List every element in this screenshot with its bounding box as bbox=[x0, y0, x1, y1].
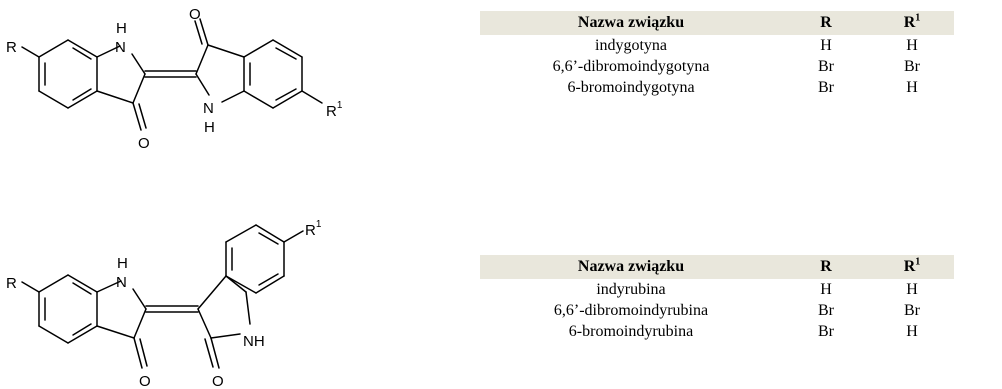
compound-name: 6,6’-dibromoindygotyna bbox=[552, 57, 710, 75]
compound-name: 6-bromoindygotyna bbox=[567, 78, 695, 96]
structure-2-label-o-left: O bbox=[139, 373, 151, 389]
structure-1-label-n-top: N bbox=[115, 39, 126, 56]
header-r: R bbox=[782, 11, 870, 35]
table-row: 6,6’-dibromoindygotyna Br Br bbox=[480, 56, 954, 77]
header-r: R bbox=[782, 255, 870, 279]
header-compound-name: Nazwa związku bbox=[480, 11, 782, 35]
r1-value: H bbox=[906, 36, 918, 54]
table-row: indyrubina H H bbox=[480, 279, 954, 300]
structure-1-label-h-bottom: H bbox=[204, 119, 215, 136]
structure-1-label-r: R bbox=[6, 39, 17, 56]
compound-name: 6,6’-dibromoindyrubina bbox=[553, 301, 709, 319]
r-value: Br bbox=[818, 301, 834, 319]
header-r1: R1 bbox=[870, 11, 954, 35]
r1-value: H bbox=[906, 322, 918, 340]
structure-1-label-r1: R1 bbox=[326, 100, 343, 120]
structure-2-label-o-right: O bbox=[212, 373, 224, 389]
structure-2-label-r: R bbox=[6, 275, 17, 292]
indigo-compounds-table: Nazwa związku R R1 indygotyna H H 6,6’-d… bbox=[480, 11, 954, 98]
structure-2-label-n: N bbox=[116, 274, 127, 291]
indigo-structure: R H N O O N H R1 bbox=[0, 0, 440, 170]
structure-2-label-nh: NH bbox=[243, 333, 265, 350]
r-value: Br bbox=[818, 57, 834, 75]
r1-value: Br bbox=[904, 301, 920, 319]
table-header-row: Nazwa związku R R1 bbox=[480, 11, 954, 35]
r-value: H bbox=[820, 280, 832, 298]
indirubin-compounds-table: Nazwa związku R R1 indyrubina H H 6,6’-d… bbox=[480, 255, 954, 342]
structure-1-label-h-top: H bbox=[116, 20, 127, 37]
r1-value: Br bbox=[904, 57, 920, 75]
r1-value: H bbox=[906, 78, 918, 96]
r-value: Br bbox=[818, 78, 834, 96]
structure-2-label-r1: R1 bbox=[305, 219, 322, 239]
compound-name: 6-bromoindyrubina bbox=[568, 322, 694, 340]
structure-1-label-o-bottom: O bbox=[138, 135, 150, 152]
table-header-row: Nazwa związku R R1 bbox=[480, 255, 954, 279]
header-compound-name: Nazwa związku bbox=[480, 255, 782, 279]
indirubin-structure: R H N NH O O R1 bbox=[0, 218, 440, 389]
header-r1: R1 bbox=[870, 255, 954, 279]
table-row: 6-bromoindyrubina Br H bbox=[480, 321, 954, 342]
compound-name: indyrubina bbox=[596, 280, 666, 298]
table-row: 6,6’-dibromoindyrubina Br Br bbox=[480, 300, 954, 321]
table-row: 6-bromoindygotyna Br H bbox=[480, 77, 954, 98]
r-value: H bbox=[820, 36, 832, 54]
structure-2-label-h: H bbox=[117, 255, 128, 272]
structure-1-label-o-top: O bbox=[189, 6, 201, 23]
r-value: Br bbox=[818, 322, 834, 340]
r1-value: H bbox=[906, 280, 918, 298]
structure-1-label-n-bottom: N bbox=[203, 100, 214, 117]
compound-name: indygotyna bbox=[595, 36, 667, 54]
table-row: indygotyna H H bbox=[480, 35, 954, 56]
